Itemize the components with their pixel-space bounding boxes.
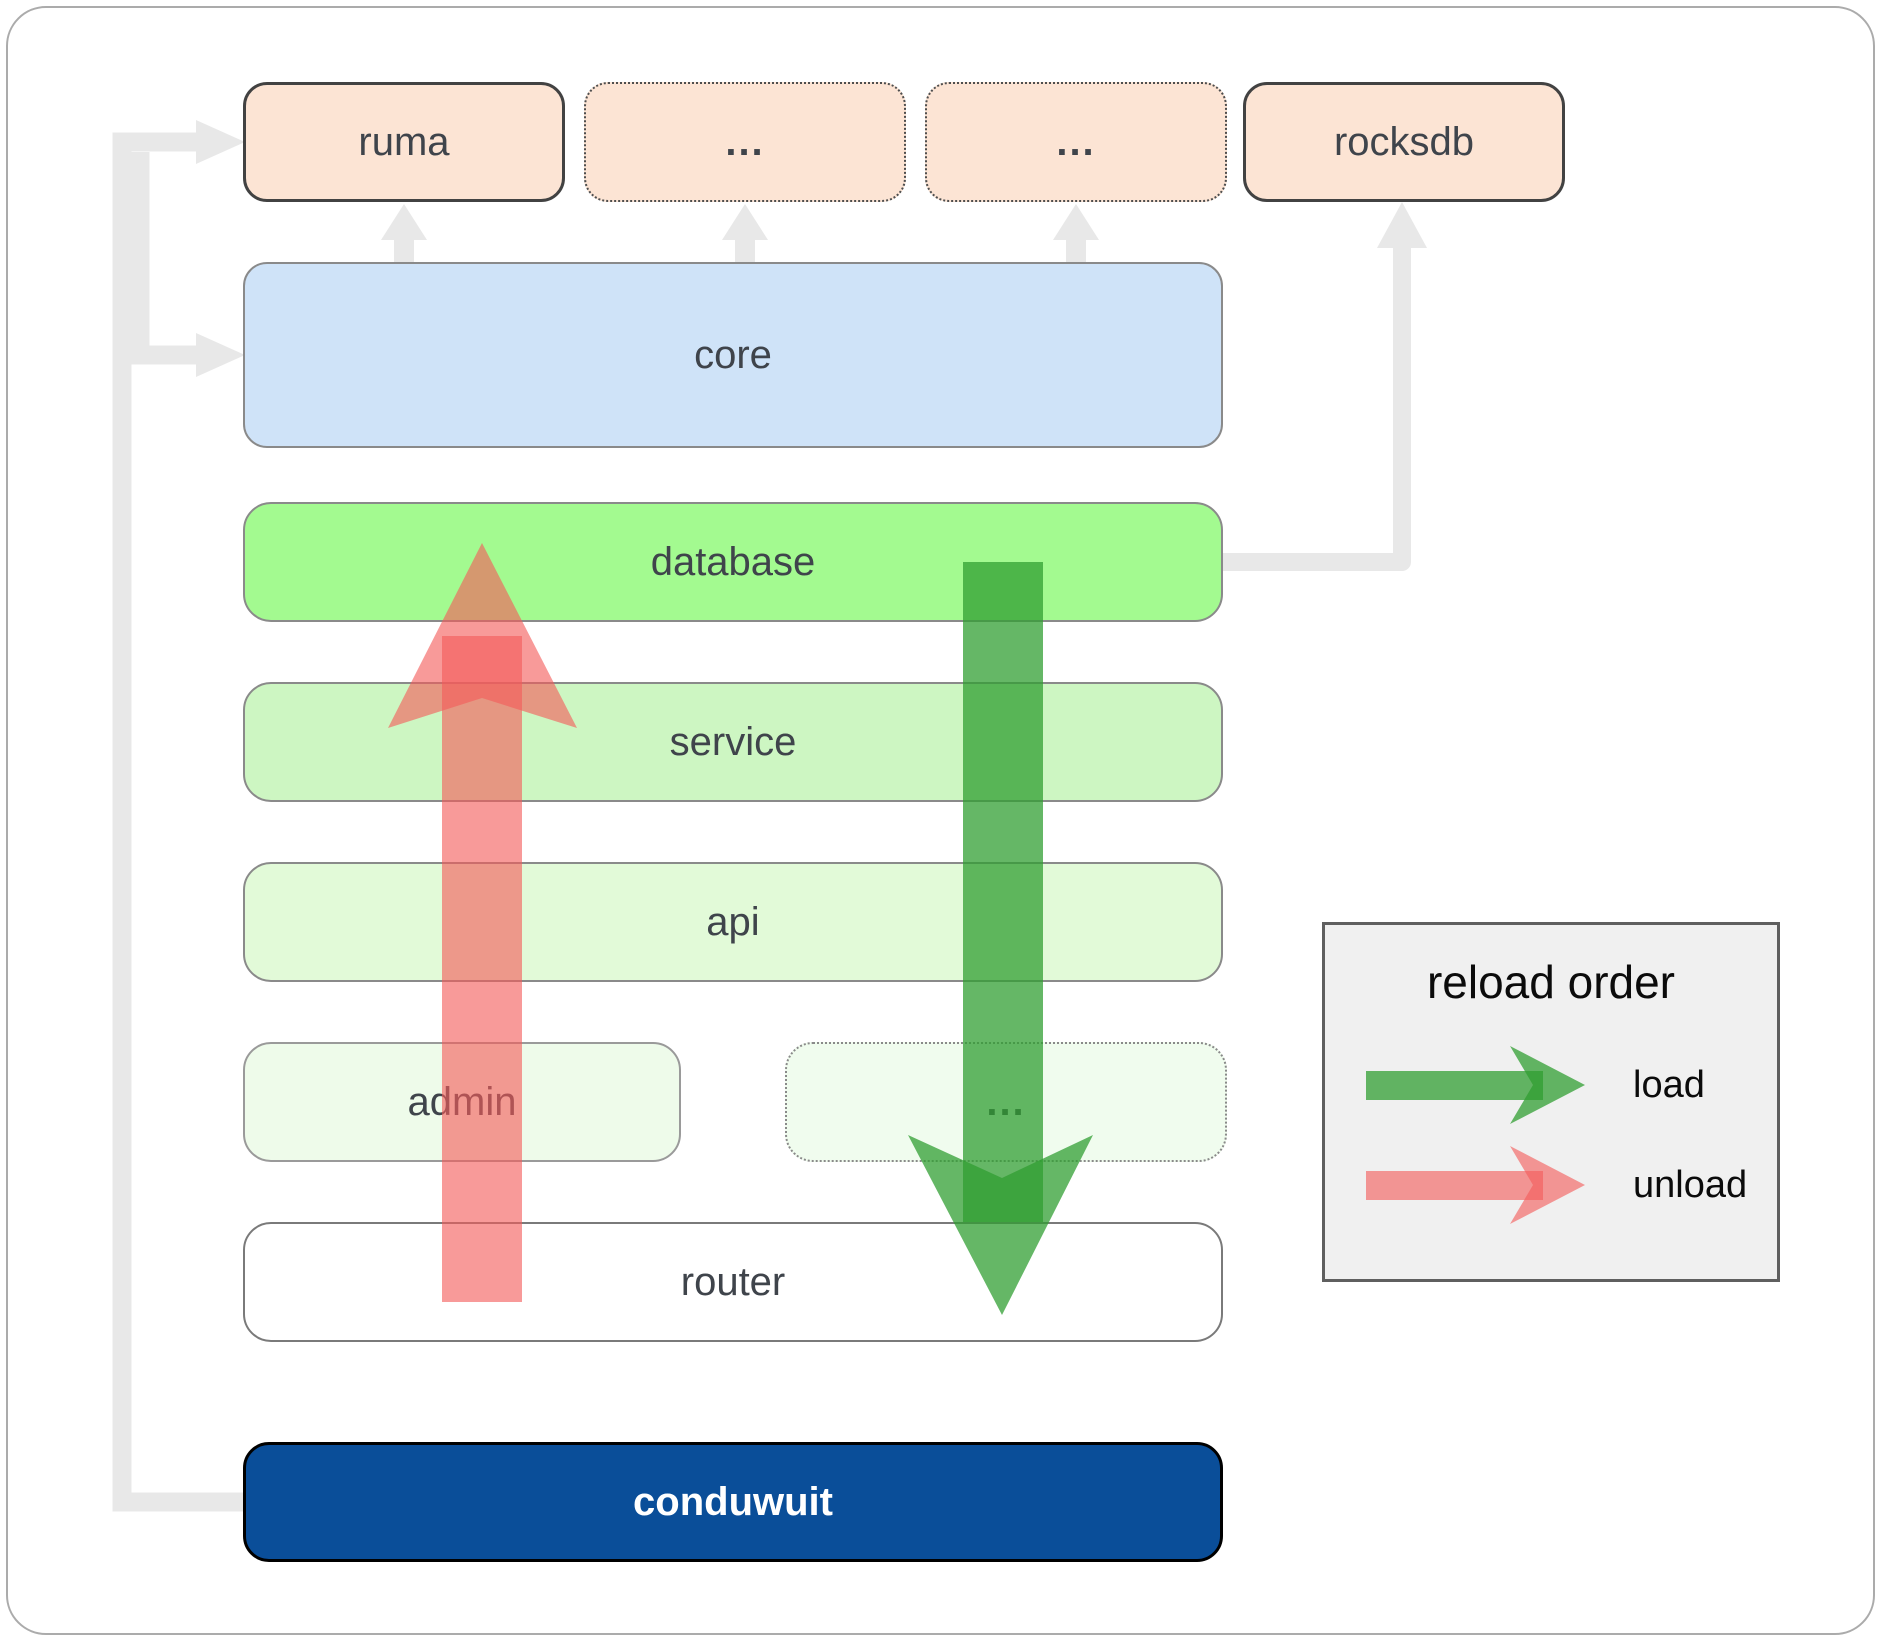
node-router: router xyxy=(243,1222,1223,1342)
node-api-label: api xyxy=(706,899,760,944)
node-router-label: router xyxy=(680,1259,786,1304)
node-conduwuit: conduwuit xyxy=(243,1442,1223,1562)
node-database-label: database xyxy=(650,539,816,584)
node-api: api xyxy=(243,862,1223,982)
node-admin-label: admin xyxy=(407,1079,517,1124)
legend-load-label: load xyxy=(1633,1064,1705,1106)
legend-title: reload order xyxy=(1426,956,1676,1008)
node-service-label: service xyxy=(669,719,797,764)
node-service: service xyxy=(243,682,1223,802)
node-rocksdb-label: rocksdb xyxy=(1333,119,1475,164)
node-ruma-label: ruma xyxy=(358,119,450,164)
node-core: core xyxy=(243,262,1223,448)
node-crate-b-label: ... xyxy=(1056,119,1096,164)
node-core-label: core xyxy=(694,332,772,377)
node-conduwuit-label: conduwuit xyxy=(633,1479,833,1524)
node-crate-a-label: ... xyxy=(725,119,765,164)
legend-unload-arrow-shaft xyxy=(1366,1171,1543,1200)
node-crate-b: ... xyxy=(925,82,1227,202)
legend-arrows xyxy=(1366,1046,1585,1224)
legend-load-arrowhead-icon xyxy=(1510,1046,1585,1124)
node-database: database xyxy=(243,502,1223,622)
node-more-services: ... xyxy=(785,1042,1227,1162)
legend-load-arrow-shaft xyxy=(1366,1071,1543,1100)
node-rocksdb: rocksdb xyxy=(1243,82,1565,202)
legend-unload-label: unload xyxy=(1633,1164,1748,1206)
legend: reload order load unload xyxy=(1322,922,1780,1282)
node-ruma: ruma xyxy=(243,82,565,202)
node-more-services-label: ... xyxy=(986,1079,1026,1124)
legend-unload-arrowhead-icon xyxy=(1510,1146,1585,1224)
node-crate-a: ... xyxy=(584,82,906,202)
node-admin: admin xyxy=(243,1042,681,1162)
figure-border xyxy=(6,6,1875,1635)
